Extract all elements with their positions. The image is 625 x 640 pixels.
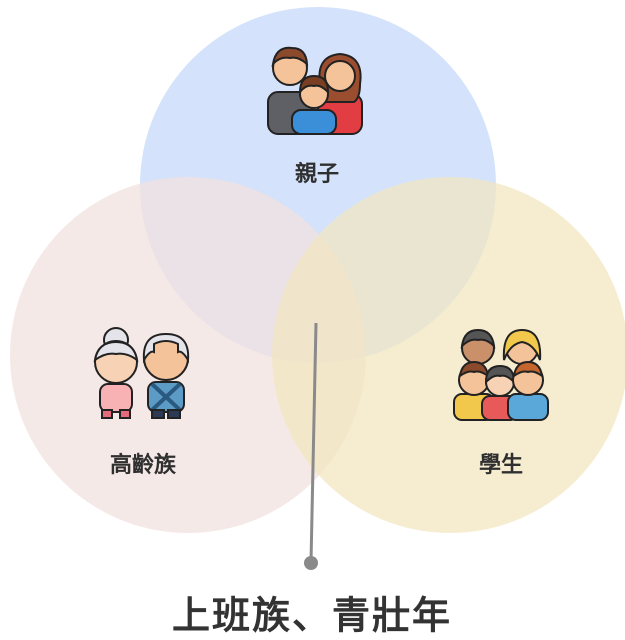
students-circle (272, 177, 625, 533)
center-overlap-label: 上班族、青壯年 (171, 593, 453, 638)
elderly-couple-icon (93, 327, 190, 419)
family-icon (267, 46, 363, 135)
pointer-dot (304, 556, 318, 570)
students-label: 學生 (478, 453, 524, 478)
elderly-label: 高齡族 (109, 453, 177, 478)
pointer-line (309, 322, 318, 563)
family-label: 親子 (294, 162, 340, 187)
center-pointer (304, 322, 318, 570)
student-group-icon (453, 328, 549, 421)
